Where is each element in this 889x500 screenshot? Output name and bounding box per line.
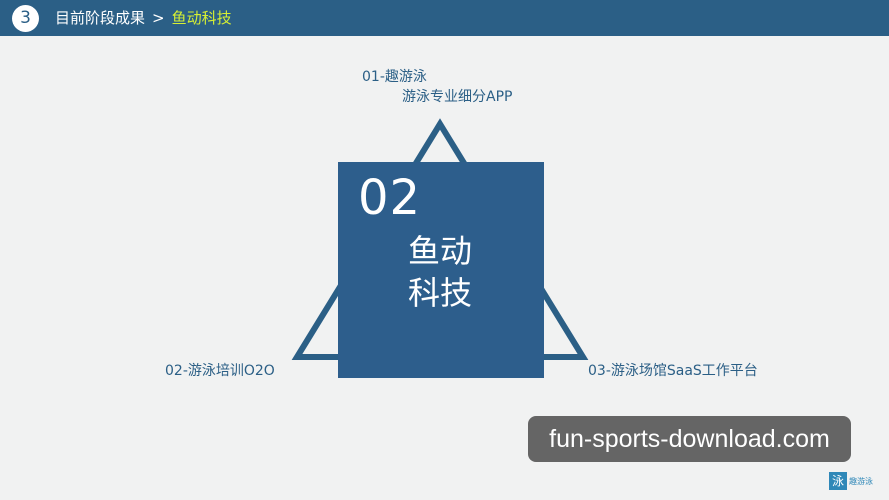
node-right-label: 03-游泳场馆SaaS工作平台 — [588, 363, 758, 379]
company-name: 鱼动 科技 — [408, 230, 508, 314]
node-top-subtitle: 游泳专业细分APP — [402, 89, 513, 105]
company-name-line-2: 科技 — [408, 274, 473, 312]
header-bar: 3 目前阶段成果 > 鱼动科技 — [0, 0, 889, 36]
watermark-banner: fun-sports-download.com — [528, 416, 851, 462]
breadcrumb-section: 目前阶段成果 — [55, 9, 146, 27]
company-box: 02 鱼动 科技 — [338, 162, 544, 378]
node-left-label: 02-游泳培训O2O — [165, 363, 275, 379]
company-name-line-1: 鱼动 — [408, 232, 473, 270]
step-number-badge: 3 — [12, 5, 39, 32]
logo-icon: 泳 — [829, 472, 847, 490]
company-number: 02 — [358, 170, 422, 226]
node-top-title: 01-趣游泳 — [362, 69, 427, 85]
breadcrumb: 目前阶段成果 > 鱼动科技 — [55, 0, 232, 36]
breadcrumb-separator: > — [152, 9, 165, 27]
breadcrumb-current: 鱼动科技 — [171, 9, 232, 27]
logo-text: 趣游泳 — [849, 477, 873, 486]
